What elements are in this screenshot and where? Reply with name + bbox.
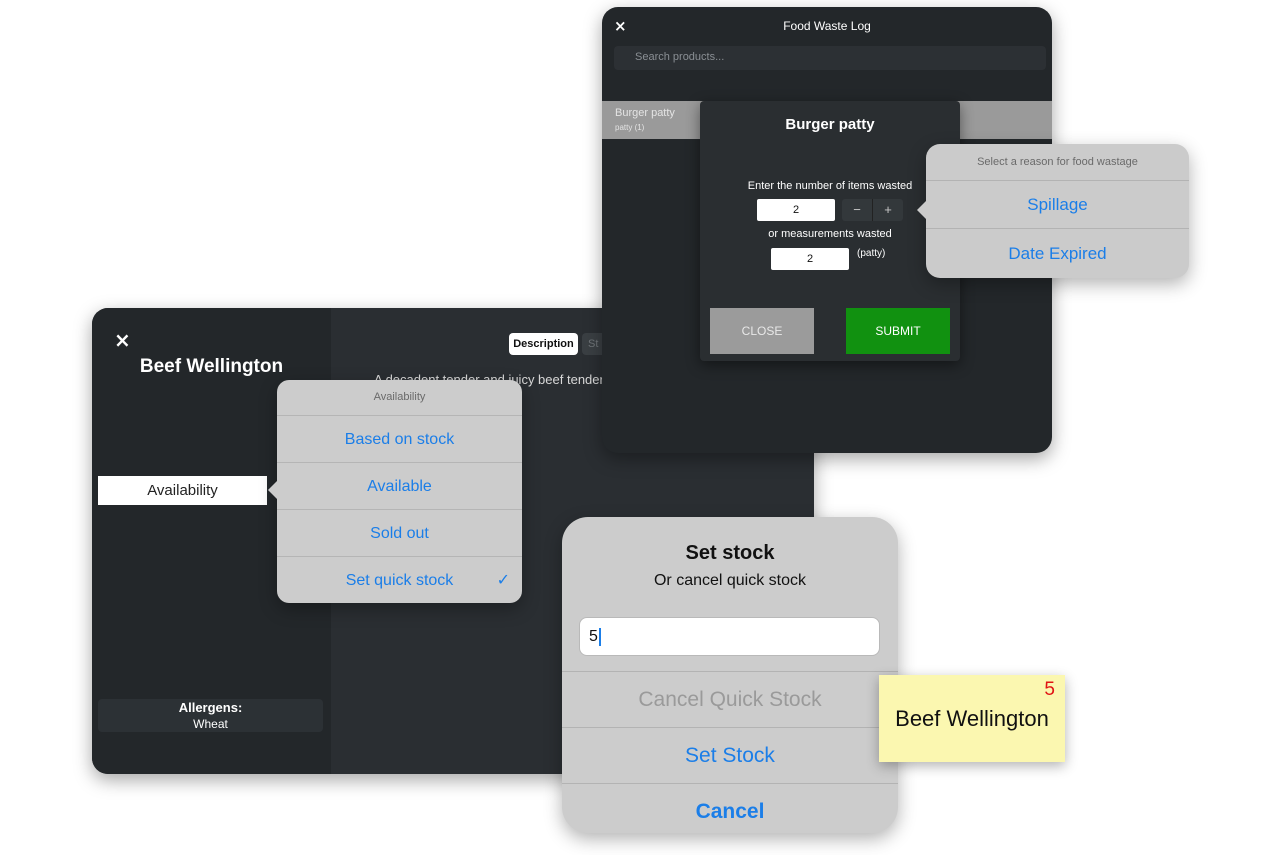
alert-subtitle: Or cancel quick stock	[653, 572, 807, 589]
product-tile-name: Beef Wellington	[895, 706, 1049, 731]
checkmark-icon: ✓	[496, 572, 510, 589]
option-based-on-stock[interactable]: Based on stock	[277, 416, 522, 463]
reason-popover-header: Select a reason for food wastage	[926, 144, 1189, 181]
set-stock-alert: Set stock Or cancel quick stock 5 Cancel…	[562, 517, 898, 833]
cancel-quick-stock-button[interactable]: Cancel Quick Stock	[562, 671, 898, 727]
product-title: Beef Wellington	[139, 356, 284, 377]
tab-description[interactable]: Description	[509, 333, 578, 355]
availability-popover-header: Availability	[277, 380, 522, 416]
product-tile[interactable]: 5 Beef Wellington	[879, 675, 1065, 762]
option-set-quick-stock-label: Set quick stock	[345, 572, 454, 589]
text-caret	[598, 627, 601, 646]
submit-button[interactable]: SUBMIT	[846, 308, 950, 354]
option-set-quick-stock[interactable]: Set quick stock ✓	[277, 557, 522, 604]
close-icon[interactable]: ×	[614, 17, 627, 35]
measurements-wasted-input[interactable]: 2	[771, 248, 849, 270]
dialog-title: Burger patty	[785, 116, 875, 133]
popover-arrow	[917, 200, 927, 220]
product-row-name: Burger patty	[615, 107, 675, 119]
plus-button[interactable]: +	[884, 202, 892, 217]
cancel-button[interactable]: Cancel	[562, 783, 898, 833]
quantity-stepper: − +	[842, 199, 903, 221]
close-button[interactable]: CLOSE	[710, 308, 814, 354]
allergens-value: Wheat	[193, 717, 228, 731]
close-icon[interactable]: ×	[114, 328, 131, 352]
panel-title: Food Waste Log	[783, 19, 871, 33]
stock-input-value: 5	[589, 628, 598, 645]
stock-input[interactable]: 5	[579, 617, 880, 656]
stock-count-badge: 5	[1044, 679, 1055, 700]
popover-arrow	[268, 480, 278, 500]
reason-popover: Select a reason for food wastage Spillag…	[917, 144, 1189, 278]
availability-field[interactable]: Availability	[98, 476, 267, 505]
minus-button[interactable]: −	[842, 199, 873, 221]
items-wasted-label: Enter the number of items wasted	[747, 180, 913, 192]
option-available[interactable]: Available	[277, 463, 522, 510]
set-stock-button[interactable]: Set Stock	[562, 727, 898, 783]
search-input[interactable]: Search products...	[614, 46, 1046, 70]
unit-label: (patty)	[857, 248, 886, 259]
reason-option-spillage[interactable]: Spillage	[926, 181, 1189, 229]
allergens-box: Allergens: Wheat	[98, 699, 323, 732]
alert-title: Set stock	[685, 542, 775, 564]
reason-option-date-expired[interactable]: Date Expired	[1008, 244, 1107, 263]
measurements-wasted-label: or measurements wasted	[768, 228, 892, 240]
availability-popover: Availability Based on stock Available So…	[268, 380, 522, 604]
allergens-label: Allergens:	[178, 700, 243, 715]
items-wasted-input[interactable]: 2	[757, 199, 835, 221]
product-row-subtitle: patty (1)	[615, 123, 645, 132]
waste-dialog: Burger patty Enter the number of items w…	[700, 101, 960, 361]
option-sold-out[interactable]: Sold out	[277, 510, 522, 557]
